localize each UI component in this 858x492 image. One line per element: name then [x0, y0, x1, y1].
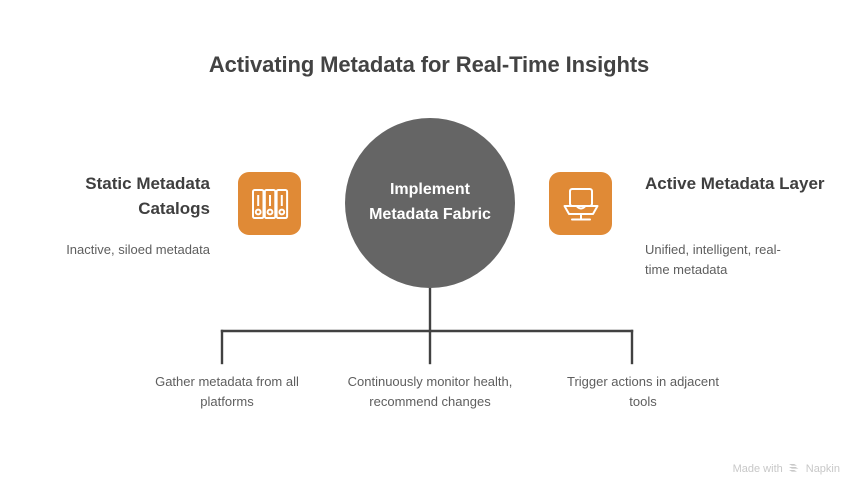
right-heading: Active Metadata Layer: [645, 174, 825, 193]
binders-archive-tile[interactable]: [238, 172, 301, 235]
watermark-prefix: Made with: [732, 462, 783, 475]
branch-label-3: Trigger actions in adjacent tools: [567, 374, 719, 410]
watermark[interactable]: Made with Napkin: [733, 462, 840, 475]
laptop-monitor-tile[interactable]: [549, 172, 612, 235]
laptop-monitor-icon: [563, 187, 598, 220]
page-title: Activating Metadata for Real-Time Insigh…: [208, 52, 650, 77]
center-node-label: Implement Metadata Fabric: [369, 181, 491, 223]
branch-label-1: Gather metadata from all platforms: [155, 374, 299, 410]
watermark-brand: Napkin: [805, 462, 840, 475]
center-node[interactable]: Implement Metadata Fabric: [345, 118, 515, 288]
left-heading: Static Metadata Catalogs: [85, 174, 210, 218]
branch-label-2: Continuously monitor health, recommend c…: [347, 374, 513, 410]
left-description: Inactive, siloed metadata: [66, 242, 210, 257]
right-description: Unified, intelligent, real-time metadata: [645, 242, 781, 277]
binders-archive-icon: [251, 188, 288, 219]
napkin-chevron-logo-icon: [788, 464, 799, 472]
